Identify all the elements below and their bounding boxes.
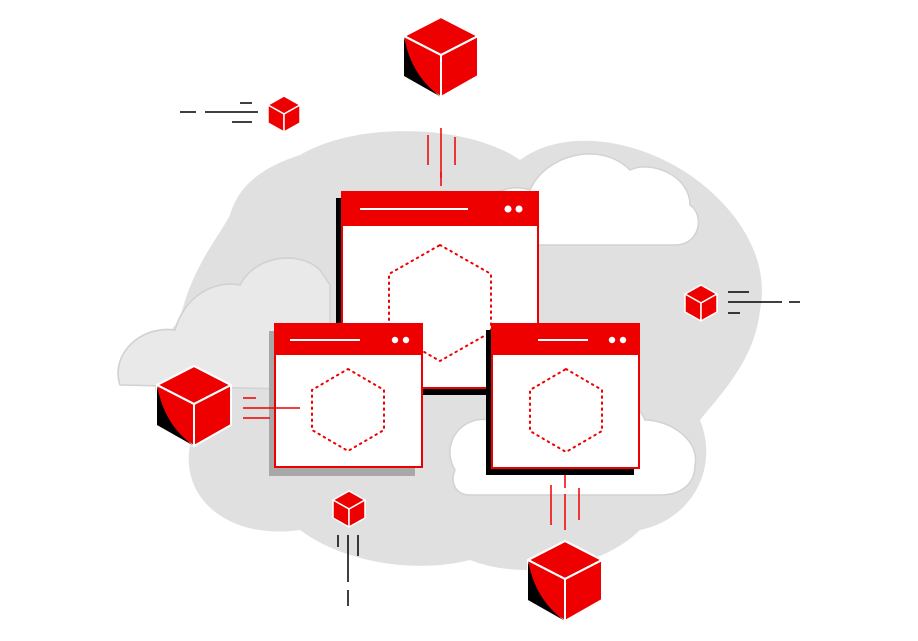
cube-icon: [267, 95, 301, 133]
hexagon-outline-icon: [311, 367, 385, 453]
motion-lines-left-small-cube: [180, 102, 258, 123]
hexagon-outline-icon: [529, 367, 603, 454]
browser-window-right: [486, 323, 640, 475]
browser-window-left: [269, 323, 423, 476]
motion-lines-right-small-cube: [728, 291, 800, 314]
motion-lines-top: [427, 128, 456, 186]
motion-lines-left-cube: [243, 397, 300, 419]
hexagon-outline-icon: [388, 243, 492, 363]
cube-icon: [403, 16, 479, 98]
motion-lines-bottom-cube: [550, 475, 580, 530]
motion-lines-bottom-small-cube: [337, 535, 359, 606]
